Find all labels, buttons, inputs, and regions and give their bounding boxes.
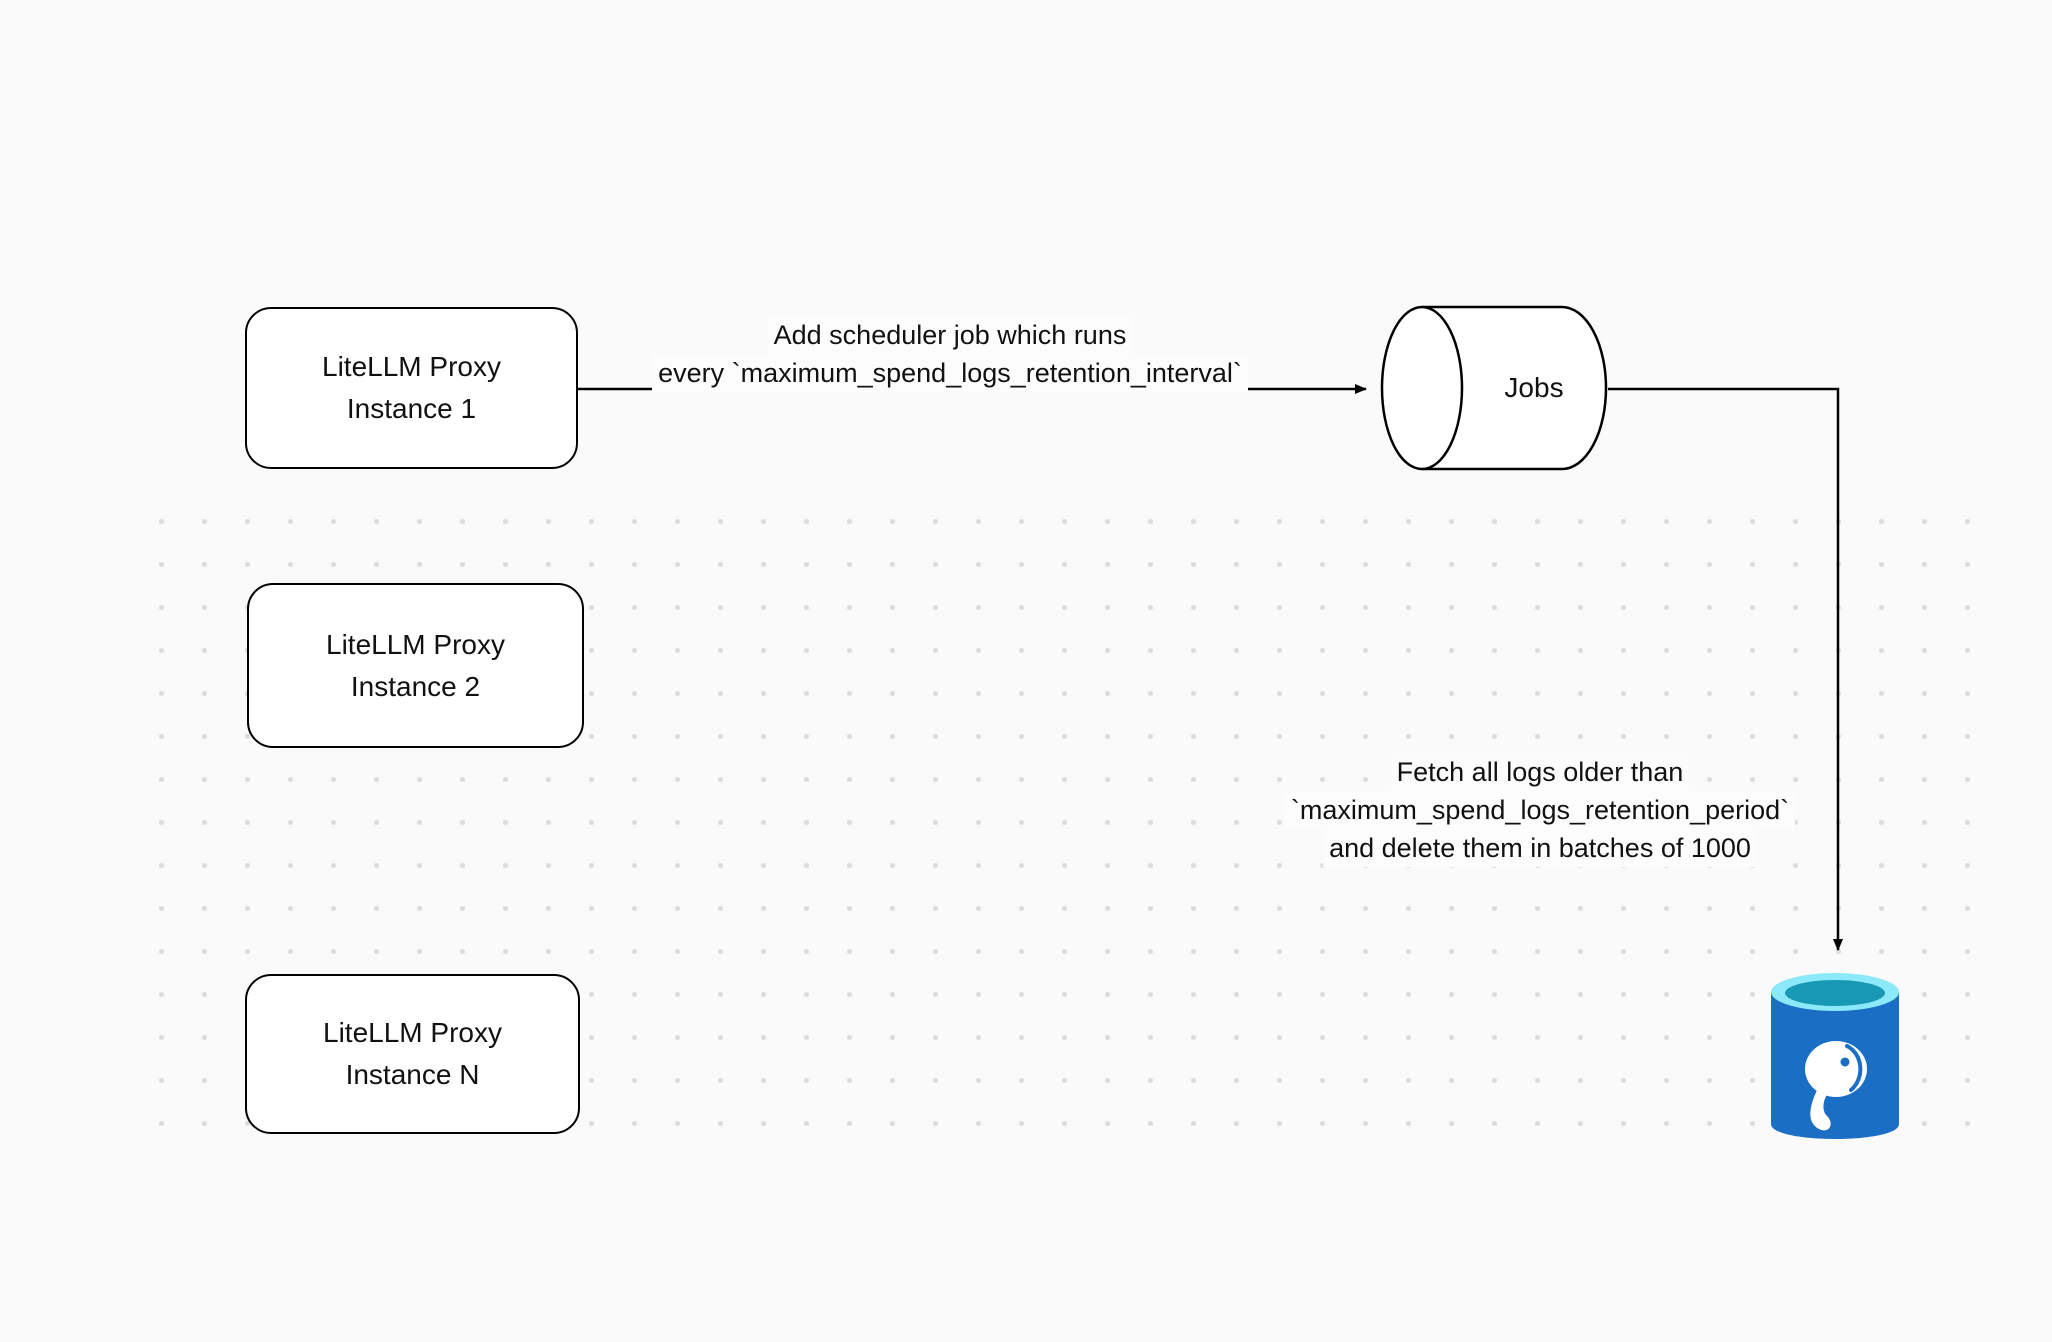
node-label-line: LiteLLM Proxy bbox=[326, 628, 505, 660]
node-litellm-proxy-instance-2: LiteLLM Proxy Instance 2 bbox=[247, 583, 584, 748]
edge-label-line: and delete them in batches of 1000 bbox=[1323, 829, 1757, 867]
node-label-line: LiteLLM Proxy bbox=[323, 1017, 502, 1048]
edge-label-line: every `maximum_spend_logs_retention_inte… bbox=[652, 354, 1248, 392]
node-label-line: Instance 1 bbox=[346, 393, 477, 424]
edge-label-line: Add scheduler job which runs bbox=[767, 316, 1133, 354]
node-litellm-proxy-instance-n: LiteLLM Proxy Instance N bbox=[245, 974, 580, 1134]
node-litellm-proxy-instance-1: LiteLLM Proxy Instance 1 bbox=[245, 307, 578, 469]
node-label-line: Instance N bbox=[345, 1059, 480, 1090]
jobs-label: Jobs bbox=[1504, 372, 1564, 403]
node-jobs-queue: Jobs bbox=[1380, 305, 1608, 471]
jobs-cylinder-icon bbox=[1380, 305, 1608, 471]
edge-label-add-scheduler-job: Add scheduler job which runs every `maxi… bbox=[600, 316, 1300, 392]
postgresql-database-node bbox=[1765, 966, 1905, 1154]
node-label-line: Instance 2 bbox=[350, 670, 481, 702]
node-label-line: LiteLLM Proxy bbox=[322, 351, 501, 382]
edge-label-line: Fetch all logs older than bbox=[1390, 753, 1690, 791]
edge-label-fetch-logs: Fetch all logs older than `maximum_spend… bbox=[1230, 753, 1850, 867]
edge-label-line: `maximum_spend_logs_retention_period` bbox=[1284, 791, 1796, 829]
postgresql-icon bbox=[1771, 973, 1899, 1139]
